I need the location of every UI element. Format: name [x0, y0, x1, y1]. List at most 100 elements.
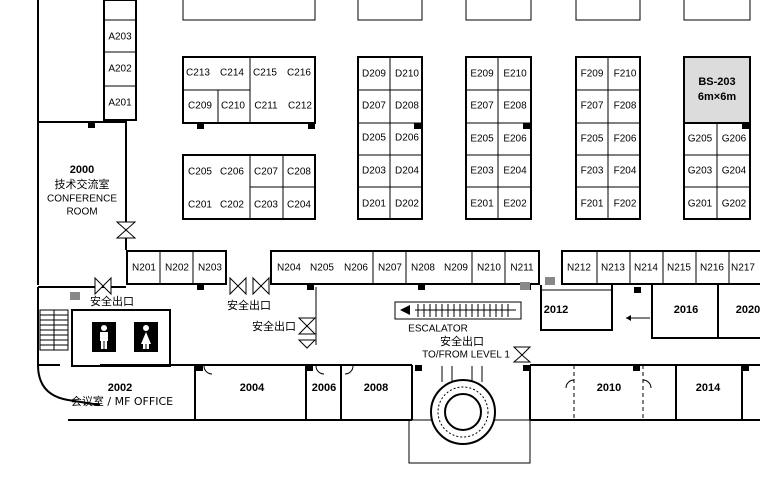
- booth-c206[interactable]: C206: [220, 167, 244, 178]
- booth-f201[interactable]: F201: [581, 199, 604, 210]
- booth-c202[interactable]: C202: [220, 200, 244, 211]
- exit-sign-1[interactable]: 安全出口: [90, 276, 134, 308]
- booth-d208[interactable]: D208: [395, 101, 419, 112]
- room-2020[interactable]: 2020: [736, 304, 760, 316]
- room-2002-number[interactable]: 2002: [108, 382, 132, 394]
- escalator-level: TO/FROM LEVEL 1: [422, 350, 510, 361]
- booth-e204[interactable]: E204: [503, 166, 527, 177]
- booth-n213[interactable]: N213: [601, 263, 625, 274]
- exit-sign-2[interactable]: 安全出口: [227, 276, 271, 312]
- exit-sign-4[interactable]: 安全出口: [440, 334, 532, 363]
- booth-c209[interactable]: C209: [188, 101, 212, 112]
- booth-n217[interactable]: N217: [731, 263, 755, 274]
- booth-f204[interactable]: F204: [614, 166, 637, 177]
- booth-n210[interactable]: N210: [477, 263, 501, 274]
- room-2014[interactable]: 2014: [696, 382, 721, 394]
- booth-e206[interactable]: E206: [503, 134, 527, 145]
- booth-c214[interactable]: C214: [220, 68, 244, 79]
- booth-c213[interactable]: C213: [186, 68, 210, 79]
- booth-e202[interactable]: E202: [503, 199, 527, 210]
- booth-g204[interactable]: G204: [722, 166, 747, 177]
- booth-n205[interactable]: N205: [310, 263, 334, 274]
- booth-block-c-lower: C205 C206 C207 C208 C201 C202 C203 C204: [182, 154, 316, 220]
- room-2012[interactable]: 2012: [544, 304, 568, 316]
- booth-d205[interactable]: D205: [362, 133, 386, 144]
- booth-e208[interactable]: E208: [503, 101, 527, 112]
- corridor-walls: [37, 277, 760, 421]
- booth-d206[interactable]: D206: [395, 133, 419, 144]
- booth-d202[interactable]: D202: [395, 199, 419, 210]
- booth-f203[interactable]: F203: [581, 166, 604, 177]
- booth-c212[interactable]: C212: [288, 101, 312, 112]
- booth-n209[interactable]: N209: [444, 263, 468, 274]
- booth-bs-203[interactable]: [683, 56, 751, 124]
- booth-c203[interactable]: C203: [254, 200, 278, 211]
- booth-d209[interactable]: D209: [362, 69, 386, 80]
- booth-e205[interactable]: E205: [470, 134, 494, 145]
- booth-f209[interactable]: F209: [581, 69, 604, 80]
- booth-f210[interactable]: F210: [614, 69, 637, 80]
- restroom-male-icon: [100, 325, 108, 349]
- booth-g205[interactable]: G205: [688, 134, 713, 145]
- booth-e210[interactable]: E210: [503, 69, 527, 80]
- booth-e209[interactable]: E209: [470, 69, 494, 80]
- booth-c204[interactable]: C204: [287, 200, 311, 211]
- booth-e203[interactable]: E203: [470, 166, 494, 177]
- booth-c201[interactable]: C201: [188, 200, 212, 211]
- booth-n208[interactable]: N208: [411, 263, 435, 274]
- booth-c205[interactable]: C205: [188, 167, 212, 178]
- booth-n203[interactable]: N203: [198, 263, 222, 274]
- booth-n207[interactable]: N207: [378, 263, 402, 274]
- booth-c211[interactable]: C211: [254, 101, 278, 112]
- booth-n211[interactable]: N211: [510, 263, 534, 274]
- booth-n202[interactable]: N202: [165, 263, 189, 274]
- booth-f207[interactable]: F207: [581, 101, 604, 112]
- booth-g206[interactable]: G206: [722, 134, 747, 145]
- booth-e201[interactable]: E201: [470, 199, 494, 210]
- booth-c208[interactable]: C208: [287, 167, 311, 178]
- booth-d210[interactable]: D210: [395, 69, 419, 80]
- booth-f205[interactable]: F205: [581, 134, 604, 145]
- booth-g201[interactable]: G201: [688, 199, 713, 210]
- room-2008[interactable]: 2008: [364, 382, 388, 394]
- booth-n215[interactable]: N215: [667, 263, 691, 274]
- booth-f206[interactable]: F206: [614, 134, 637, 145]
- booth-c215[interactable]: C215: [253, 68, 277, 79]
- room-2000[interactable]: 2000 技术交流室 CONFERENCE ROOM: [37, 0, 137, 285]
- booth-a202[interactable]: A202: [108, 64, 132, 75]
- escalator[interactable]: ESCALATOR TO/FROM LEVEL 1: [394, 301, 522, 361]
- booth-d207[interactable]: D207: [362, 101, 386, 112]
- booth-g203[interactable]: G203: [688, 166, 713, 177]
- booth-d201[interactable]: D201: [362, 199, 386, 210]
- bs-booth-name: BS-203: [698, 76, 735, 88]
- booth-f208[interactable]: F208: [614, 101, 637, 112]
- room-2006[interactable]: 2006: [312, 382, 336, 394]
- booth-n216[interactable]: N216: [700, 263, 724, 274]
- booth-n214[interactable]: N214: [634, 263, 658, 274]
- booth-n201[interactable]: N201: [132, 263, 156, 274]
- booth-c216[interactable]: C216: [287, 68, 311, 79]
- booth-d204[interactable]: D204: [395, 166, 419, 177]
- booth-n206[interactable]: N206: [344, 263, 368, 274]
- room-2004[interactable]: 2004: [240, 382, 265, 394]
- room-2016[interactable]: 2016: [674, 304, 698, 316]
- booth-block-g: BS-203 6m×6m G205 G206 G203 G204 G201 G2…: [683, 56, 751, 220]
- booth-d203[interactable]: D203: [362, 166, 386, 177]
- booth-n204[interactable]: N204: [277, 263, 301, 274]
- booth-a203[interactable]: A203: [108, 32, 132, 43]
- door-icon: [94, 276, 112, 296]
- booth-a201[interactable]: A201: [108, 98, 132, 109]
- booth-c210[interactable]: C210: [221, 101, 245, 112]
- booth-n212[interactable]: N212: [567, 263, 591, 274]
- room-2010[interactable]: 2010: [597, 382, 621, 394]
- arrow-icon: [626, 315, 650, 321]
- exit-label-2: 安全出口: [227, 298, 271, 312]
- booth-e207[interactable]: E207: [470, 101, 494, 112]
- booth-f202[interactable]: F202: [614, 199, 637, 210]
- exit-sign-3[interactable]: 安全出口: [252, 317, 317, 349]
- restroom-female-icon: [141, 325, 151, 349]
- booth-g202[interactable]: G202: [722, 199, 747, 210]
- booth-c207[interactable]: C207: [254, 167, 278, 178]
- door-icon: [115, 221, 137, 239]
- room-2000-en2: ROOM: [66, 207, 97, 218]
